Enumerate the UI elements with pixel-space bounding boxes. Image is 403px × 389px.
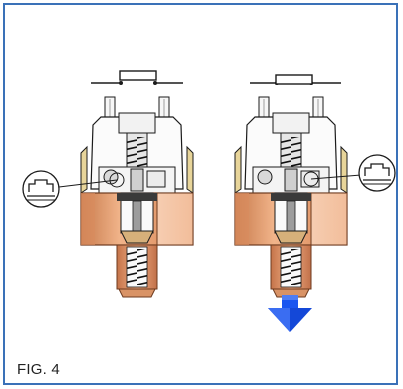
figure-frame: FIG. 4 xyxy=(3,3,398,385)
switch-contact-icon-left xyxy=(91,70,183,85)
switch-contact-icon-right xyxy=(250,74,341,85)
figure-caption: FIG. 4 xyxy=(17,361,60,378)
pressure-switch-diagram xyxy=(22,70,396,332)
pressure-switch-left xyxy=(80,96,194,298)
magnifier-detail-icon-left xyxy=(22,170,125,208)
down-arrow-icon xyxy=(268,295,312,332)
magnifier-detail-icon-right xyxy=(303,154,396,192)
pressure-switch-right xyxy=(234,96,348,298)
